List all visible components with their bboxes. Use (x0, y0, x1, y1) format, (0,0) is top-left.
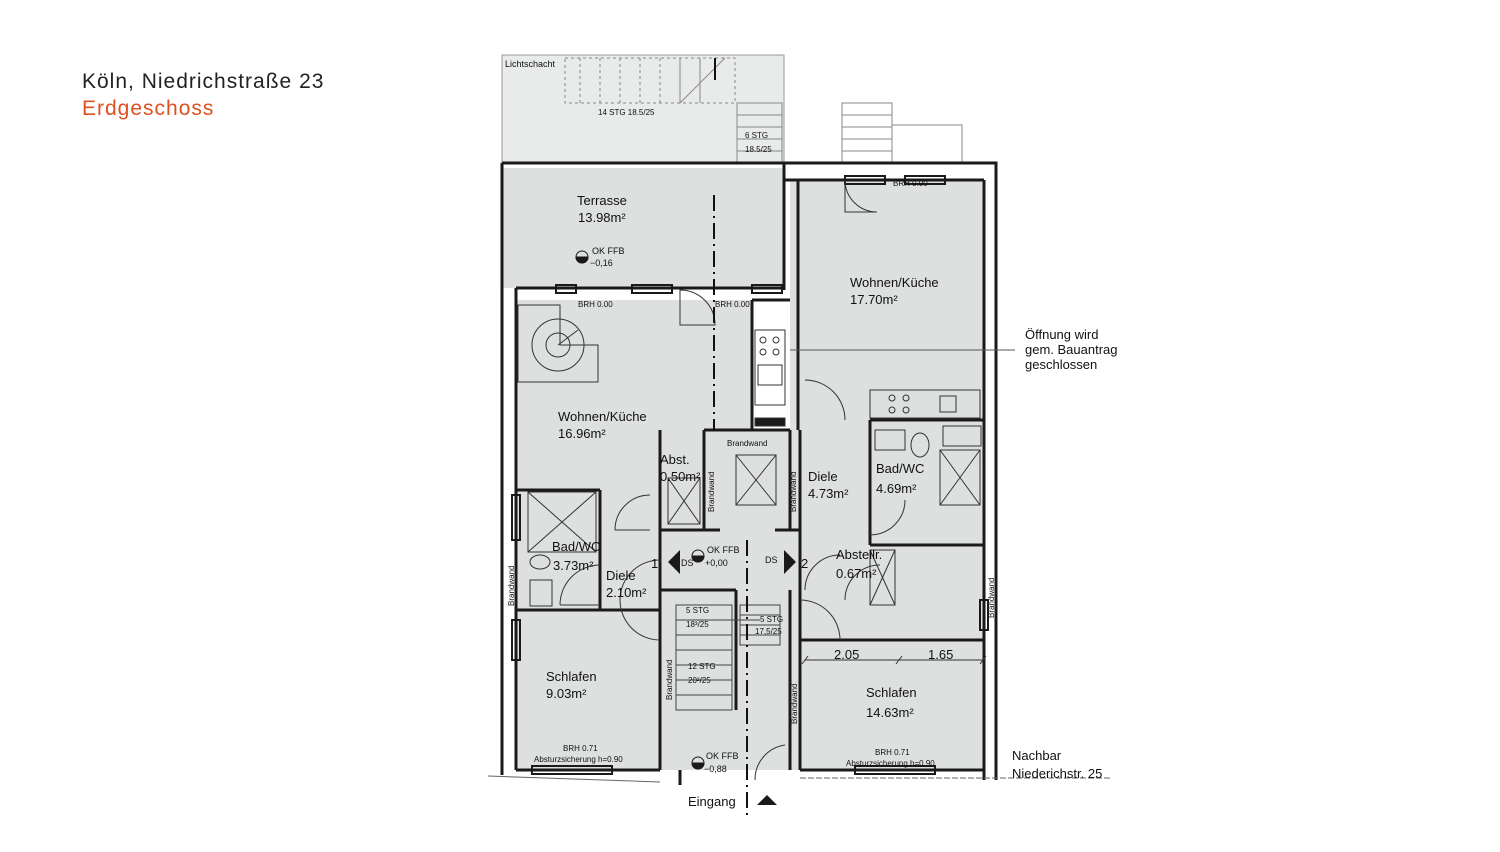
spiral-stair (517, 304, 599, 383)
dim-205: 2.05 (834, 647, 859, 662)
brh-top-label: BRH 0.00 (893, 179, 928, 188)
kitchen-left (754, 329, 786, 427)
stair6-label-a: 6 STG (745, 131, 768, 140)
schlafen-left-area: 9.03m² (546, 686, 587, 701)
brh-left-bottom: BRH 0.71 (563, 744, 598, 753)
schlafen-left-name: Schlafen (546, 669, 597, 684)
stair5a-b: 18³/25 (686, 620, 709, 629)
ds-left: DS (681, 558, 694, 568)
stair5b-b: 17,5/25 (755, 627, 782, 636)
note-line-1: Öffnung wird (1025, 327, 1098, 342)
unit-2-number: 2 (801, 556, 808, 571)
terrasse-area: 13.98m² (578, 210, 626, 225)
brandwand-right: Brandwand (987, 578, 996, 618)
stair6-label-b: 18.5/25 (745, 145, 772, 154)
wohnen-kueche-right-area: 17.70m² (850, 292, 898, 307)
brandwand-top: Brandwand (727, 439, 767, 448)
stair5b-a: 5 STG (760, 615, 783, 624)
lichtschacht-label: Lichtschacht (505, 59, 556, 69)
hall-level-a: OK FFB (707, 545, 740, 555)
note-line-3: geschlossen (1025, 357, 1097, 372)
door-swings (559, 179, 906, 781)
level-markers (575, 250, 705, 770)
floor-areas (501, 54, 984, 770)
terrasse-level-b: −0,16 (590, 258, 613, 268)
entry-arrow (757, 795, 777, 805)
nachbar-line-2: Niederichstr. 25 (1012, 766, 1102, 781)
diele-right-area: 4.73m² (808, 486, 849, 501)
unit1-arrow (668, 550, 680, 574)
wohnen-kueche-right-name: Wohnen/Küche (850, 275, 939, 290)
eingang-label: Eingang (688, 794, 736, 809)
project-title: Köln, Niedrichstraße 23 (82, 70, 325, 93)
entry-level-b: −0,88 (704, 764, 727, 774)
bad-left-name: Bad/WC (552, 539, 600, 554)
brandwand-v1: Brandwand (707, 472, 716, 512)
bathroom-fixtures (527, 425, 982, 607)
schlafen-right-area: 14.63m² (866, 705, 914, 720)
kitchen-right (869, 389, 981, 419)
diele-right-name: Diele (808, 469, 838, 484)
brandwand-v4: Brandwand (790, 684, 799, 724)
brandwand-v2: Brandwand (789, 472, 798, 512)
windows (511, 175, 989, 775)
schlafen-right-name: Schlafen (866, 685, 917, 700)
diele-left-name: Diele (606, 568, 636, 583)
floor-subtitle: Erdgeschoss (82, 97, 215, 120)
brandwand-v3: Brandwand (665, 660, 674, 700)
stair-main-label: 14 STG 18.5/25 (598, 108, 655, 117)
stair12-b: 20²/25 (688, 676, 711, 685)
abstellr-name: Abstellr. (836, 547, 882, 562)
terrasse-level-a: OK FFB (592, 246, 625, 256)
bad-right-area: 4.69m² (876, 481, 917, 496)
note-line-2: gem. Bauantrag (1025, 342, 1118, 357)
hall-level-b: +0,00 (705, 558, 728, 568)
wohnen-kueche-left-name: Wohnen/Küche (558, 409, 647, 424)
dim-165: 1.65 (928, 647, 953, 662)
bad-right-name: Bad/WC (876, 461, 924, 476)
right-unit-floor (790, 180, 984, 770)
terrasse-name: Terrasse (577, 193, 627, 208)
stair12-a: 12 STG (688, 662, 716, 671)
unit-1-number: 1 (651, 556, 658, 571)
core-floor (660, 430, 800, 770)
absturz-left: Absturzsicherung h=0.90 (534, 755, 623, 764)
brh-left-top: BRH 0.00 (578, 300, 613, 309)
nachbar-line-1: Nachbar (1012, 748, 1062, 763)
dimension-line (801, 655, 987, 665)
stair5a-a: 5 STG (686, 606, 709, 615)
abst-name: Abst. (660, 452, 690, 467)
unit2-arrow (784, 550, 796, 574)
bad-left-area: 3.73m² (553, 558, 594, 573)
ground-lines (487, 775, 1110, 783)
brh-right-bottom: BRH 0.71 (875, 748, 910, 757)
abstellr-area: 0.67m² (836, 566, 877, 581)
brandwand-left: Brandwand (507, 566, 516, 606)
wohnen-kueche-left-area: 16.96m² (558, 426, 606, 441)
ds-right: DS (765, 555, 778, 565)
central-stairs (675, 604, 781, 711)
diele-left-area: 2.10m² (606, 585, 647, 600)
abst-area: 0.50m² (660, 469, 701, 484)
terrasse-floor (502, 168, 784, 288)
absturz-right: Absturzsicherung h=0.90 (846, 759, 935, 768)
top-stair (564, 57, 963, 164)
walls (500, 161, 998, 785)
brh-mid-top: BRH 0.00 (715, 300, 750, 309)
entry-level-a: OK FFB (706, 751, 739, 761)
